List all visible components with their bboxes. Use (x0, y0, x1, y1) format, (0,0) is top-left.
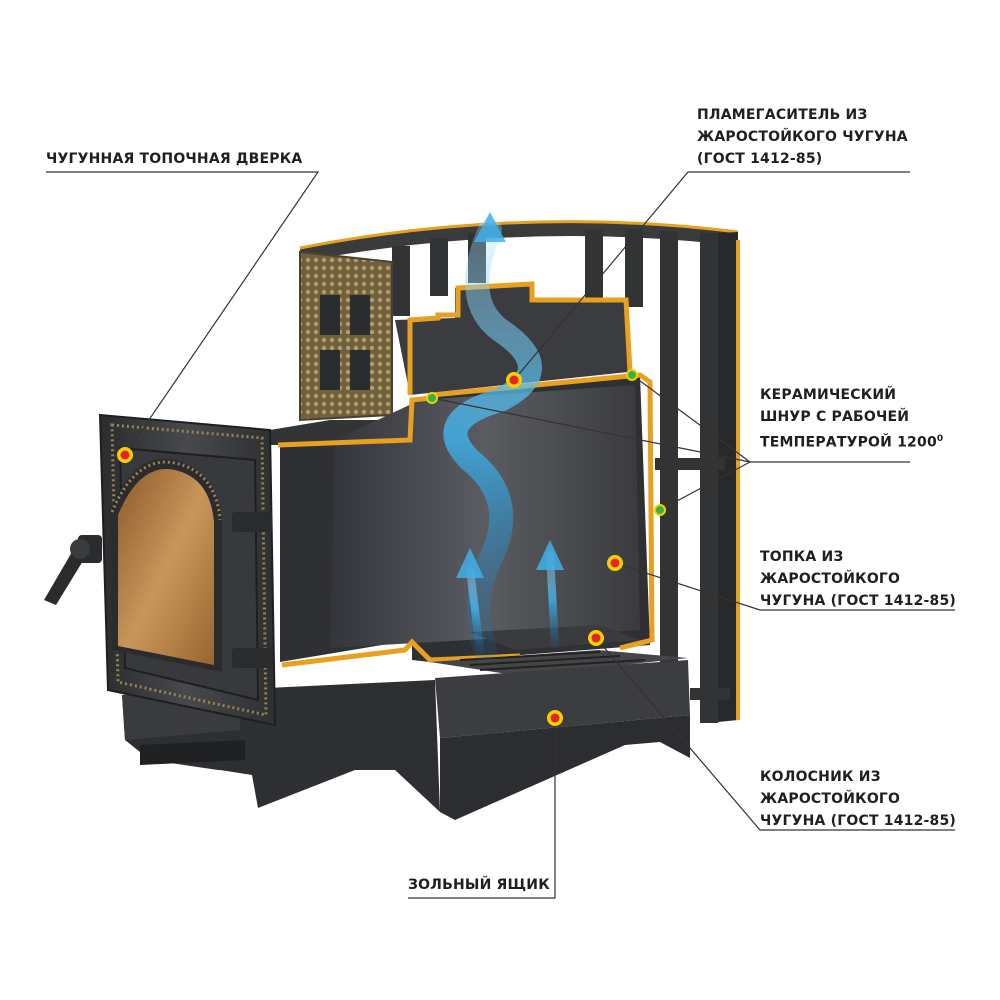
ash-box-skirt (440, 715, 690, 820)
air-flow-arrow-icons (456, 212, 564, 578)
label-ceramic-cord-degree: 0 (936, 434, 944, 444)
label-ceramic-cord-temperature: ТЕМПЕРАТУРОЙ 1200 (760, 434, 937, 451)
label-firebox-line-2: ЖАРОСТОЙКОГО (760, 571, 901, 587)
cord-marker-icon (626, 369, 638, 381)
cord-marker-icon (654, 504, 666, 516)
part-marker-icon (547, 710, 563, 726)
label-flame-arrester-line-3: (ГОСТ 1412-85) (697, 151, 823, 167)
label-ceramic-cord-line-3: ТЕМПЕРАТУРОЙ 12000 (760, 428, 943, 454)
label-firebox: ТОПКА ИЗ ЖАРОСТОЙКОГО ЧУГУНА (ГОСТ 1412-… (760, 546, 956, 612)
door-bead-outer (110, 423, 268, 717)
ash-box-front (435, 660, 690, 738)
label-firebox-line-1: ТОПКА ИЗ (760, 549, 844, 565)
label-flame-arrester-line-2: ЖАРОСТОЙКОГО ЧУГУНА (697, 129, 908, 145)
part-marker-icon (117, 447, 133, 463)
label-grate-line-3: ЧУГУНА (ГОСТ 1412-85) (760, 813, 957, 829)
label-ceramic-cord-line-2: ШНУР С РАБОЧЕЙ (760, 409, 910, 425)
leader-grate (595, 637, 955, 831)
door-glass (118, 468, 214, 665)
decor-window-1 (320, 295, 340, 335)
label-ceramic-cord-line-1: КЕРАМИЧЕСКИЙ (760, 387, 897, 403)
label-flame-arrester-line-1: ПЛАМЕГАСИТЕЛЬ ИЗ (697, 107, 868, 123)
leader-firebox (614, 562, 955, 611)
leader-cord-2 (631, 374, 751, 463)
label-ash-box-line-1: ЗОЛЬНЫЙ ЯЩИК (408, 877, 550, 893)
bronze-decor-panel (299, 250, 393, 422)
casing-cord-top (299, 220, 739, 250)
cord-marker-icon (426, 392, 438, 404)
part-marker-icon (588, 630, 604, 646)
hinge-top (232, 512, 272, 532)
door-drawing (44, 413, 277, 727)
label-door: ЧУГУННАЯ ТОПОЧНАЯ ДВЕРКА (46, 148, 302, 170)
door-handle (44, 535, 102, 605)
air-flow-arrow-icon (536, 540, 564, 570)
arrester-cord (407, 281, 633, 395)
label-ceramic-cord: КЕРАМИЧЕСКИЙ ШНУР С РАБОЧЕЙ ТЕМПЕРАТУРОЙ… (760, 384, 943, 454)
leader-door (46, 171, 320, 456)
air-flow-arrow-icon (474, 212, 506, 242)
leader-ash-box (408, 718, 556, 899)
air-flow-arrow-icon (456, 548, 484, 578)
leader-flame-arrester (513, 171, 910, 381)
casing-rail-bottom (690, 688, 730, 700)
base-slot (140, 740, 245, 765)
part-marker-icon (506, 372, 522, 388)
leader-lines (46, 171, 955, 899)
part-marker-icon (607, 555, 623, 571)
label-ash-box: ЗОЛЬНЫЙ ЯЩИК (408, 874, 550, 896)
decor-window-2 (350, 295, 370, 335)
label-grate-line-2: ЖАРОСТОЙКОГО (760, 791, 901, 807)
firebox-cavity (330, 385, 640, 648)
markers (117, 369, 666, 726)
firebox-cord-bottom (281, 638, 521, 668)
label-door-line-1: ЧУГУННАЯ ТОПОЧНАЯ ДВЕРКА (46, 151, 303, 167)
label-flame-arrester: ПЛАМЕГАСИТЕЛЬ ИЗ ЖАРОСТОЙКОГО ЧУГУНА (ГО… (697, 104, 908, 170)
hinge-bottom (232, 648, 272, 668)
decor-window-4 (350, 350, 370, 390)
ash-box-drawing (122, 660, 690, 820)
main-flame-path (443, 218, 542, 662)
casing-rail-middle (655, 458, 725, 470)
decor-window-3 (320, 350, 340, 390)
leader-cord-3 (659, 461, 751, 511)
label-firebox-line-3: ЧУГУНА (ГОСТ 1412-85) (760, 593, 957, 609)
label-grate: КОЛОСНИК ИЗ ЖАРОСТОЙКОГО ЧУГУНА (ГОСТ 14… (760, 766, 956, 832)
firebox (270, 372, 688, 676)
casing-right-wall (718, 232, 738, 722)
flow-arrow-left-shaft (466, 566, 484, 654)
label-grate-line-1: КОЛОСНИК ИЗ (760, 769, 881, 785)
